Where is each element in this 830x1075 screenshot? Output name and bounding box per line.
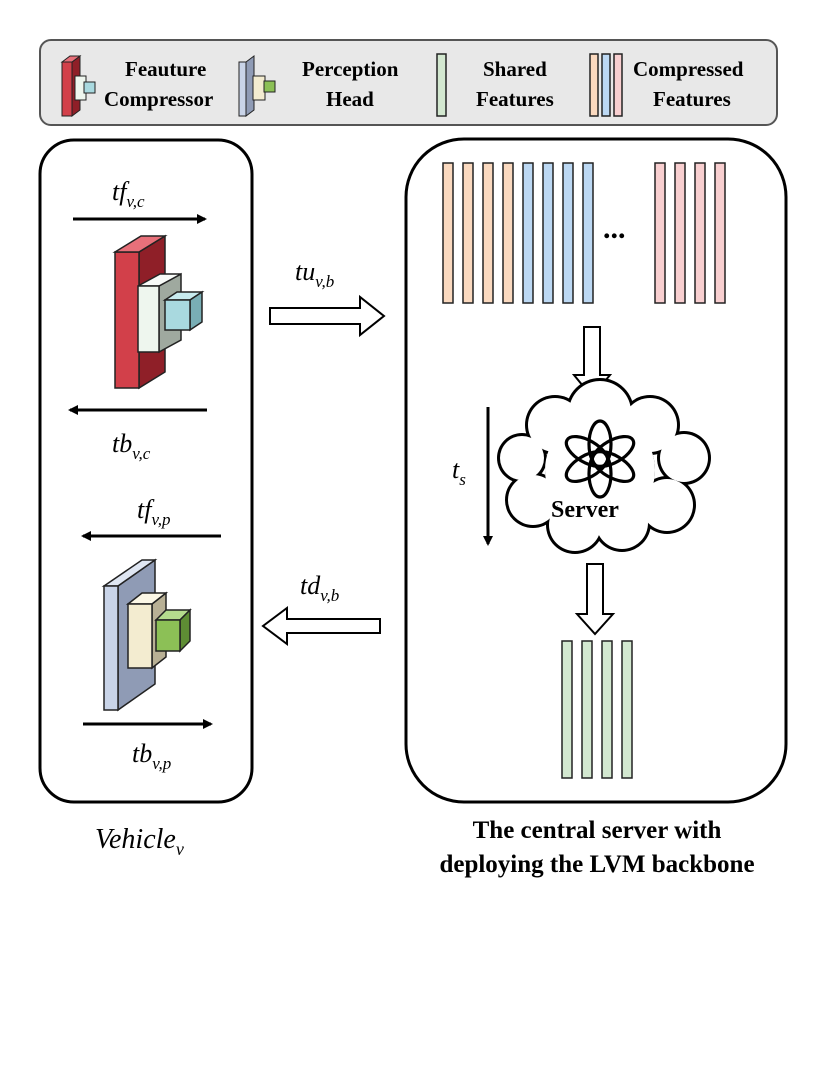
server-label: Server [551,497,619,523]
legend-compressed-label-2: Features [653,87,731,111]
legend-shared-label-2: Features [476,87,554,111]
legend-box [39,39,778,126]
tu-label: tuv,b [295,257,334,291]
download-arrow [261,606,381,646]
ts-label: ts [452,455,466,489]
feature-ellipsis: ... [603,212,626,245]
perception-head-block [101,558,192,712]
tf-vc-label: tfv,c [112,177,145,211]
tf-vp-label: tfv,p [137,495,171,529]
legend-head-icon [238,55,276,117]
legend-compressor-icon [60,55,96,117]
server-caption-line-1: The central server with [473,817,722,844]
vehicle-panel: tfv,c tbv,c tfv,p [38,138,254,804]
legend-head-label-1: Perception [302,57,399,81]
compressor-block [112,234,205,390]
legend-compressor-label-1: Feauture [125,57,206,81]
server-panel: ... Server [404,137,788,804]
legend-compressed-label-1: Compressed [633,57,744,81]
tb-vc-label: tbv,c [112,429,151,463]
tb-vp-label: tbv,p [132,739,171,773]
server-logo-icon [564,419,636,499]
legend-compressed-icon [589,53,623,117]
down-arrow-from-server [574,563,616,636]
legend-head-label-2: Head [326,87,374,111]
shared-features-row [561,640,633,779]
vehicle-caption: Vehiclev [95,824,184,859]
legend: Feauture Compressor Perception Head Shar… [39,39,778,126]
td-label: tdv,b [300,571,339,605]
legend-shared-label-1: Shared [483,57,547,81]
server-caption-line-2: deploying the LVM backbone [439,851,754,878]
upload-arrow [269,294,386,338]
legend-compressor-label-2: Compressor [104,87,213,111]
compressed-features-row [442,162,726,304]
legend-shared-icon [436,53,447,117]
